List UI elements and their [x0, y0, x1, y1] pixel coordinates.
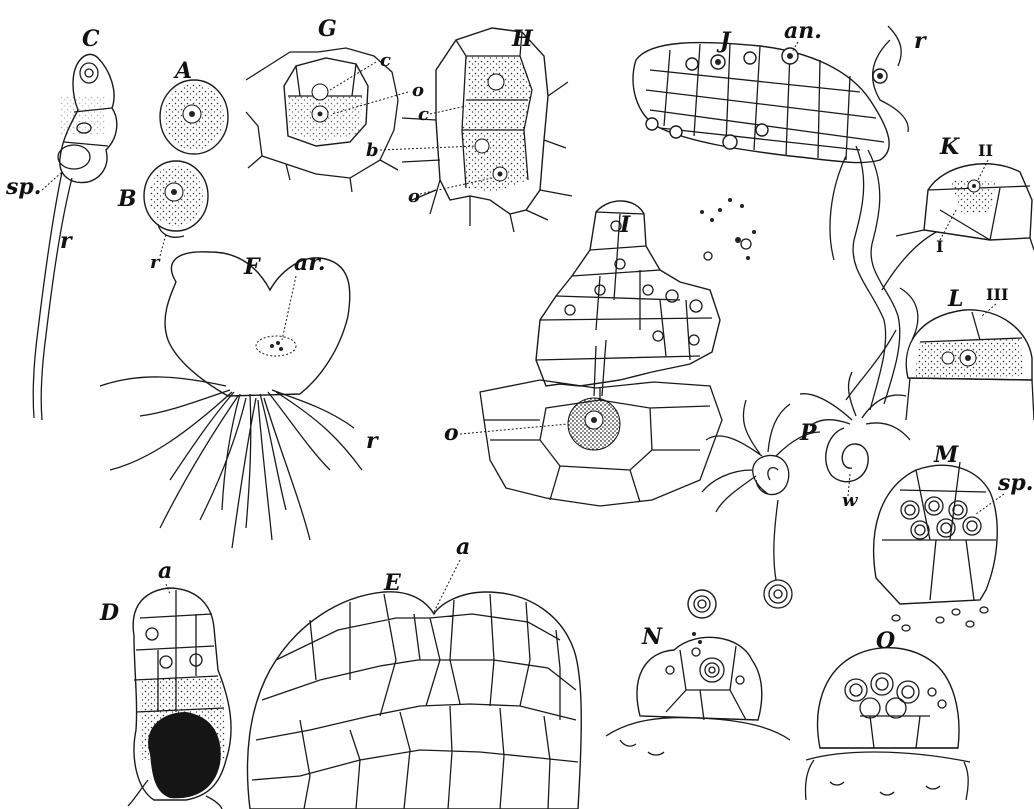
annot-c-h: c	[418, 104, 429, 125]
figure-a: A	[160, 58, 228, 154]
figure-i: I o	[444, 198, 756, 506]
annot-o-g: o	[412, 80, 424, 101]
annot-a-e: a	[456, 534, 470, 560]
label-e: E	[383, 570, 402, 596]
annot-sp-m: sp.	[997, 470, 1033, 496]
label-o: O	[876, 628, 895, 654]
figure-l: L III	[906, 285, 1034, 420]
annot-ar-f: ar.	[294, 250, 326, 276]
annot-o-i: o	[444, 420, 459, 446]
label-k: K	[939, 134, 960, 160]
annot-w-p: w	[842, 490, 859, 511]
label-b: B	[117, 186, 137, 212]
figure-f: F ar. r	[100, 250, 379, 548]
label-n: N	[641, 624, 663, 650]
label-c: C	[82, 26, 100, 52]
annot-an-j: an.	[784, 18, 822, 44]
annot-r-j: r	[914, 28, 927, 54]
annot-r-b: r	[150, 252, 161, 273]
figure-o: O	[805, 628, 970, 800]
label-i: I	[619, 212, 631, 238]
label-g: G	[318, 16, 337, 42]
annot-a-d: a	[158, 558, 172, 584]
released-cells-m	[892, 607, 988, 631]
figure-e: E a	[247, 534, 581, 809]
label-m: M	[933, 442, 959, 468]
annot-iii-l: III	[986, 285, 1008, 304]
rhizoids-f	[100, 377, 362, 548]
label-h: H	[511, 26, 534, 52]
figure-c: C sp. r	[5, 26, 117, 420]
label-d: D	[99, 600, 119, 626]
figure-m: M sp.	[874, 442, 1034, 631]
annot-c-g: c	[380, 50, 391, 71]
figure-g: G c o	[246, 16, 424, 192]
annot-o-h: o	[408, 186, 420, 207]
annot-b-h: b	[366, 140, 379, 161]
label-p: P	[799, 420, 818, 446]
annot-ii-k: II	[978, 141, 993, 160]
figure-n: N	[606, 590, 790, 755]
label-l: L	[947, 286, 963, 312]
label-f: F	[243, 254, 261, 280]
annot-r-c: r	[60, 228, 73, 254]
annot-r-f: r	[366, 428, 379, 454]
annot-sp-c: sp.	[5, 174, 41, 200]
figure-h: H c b o	[366, 26, 572, 232]
label-a: A	[173, 58, 192, 84]
spermatozoids-i	[700, 198, 756, 260]
figure-d: D a	[99, 558, 231, 809]
figure-k: K II I	[896, 134, 1034, 256]
